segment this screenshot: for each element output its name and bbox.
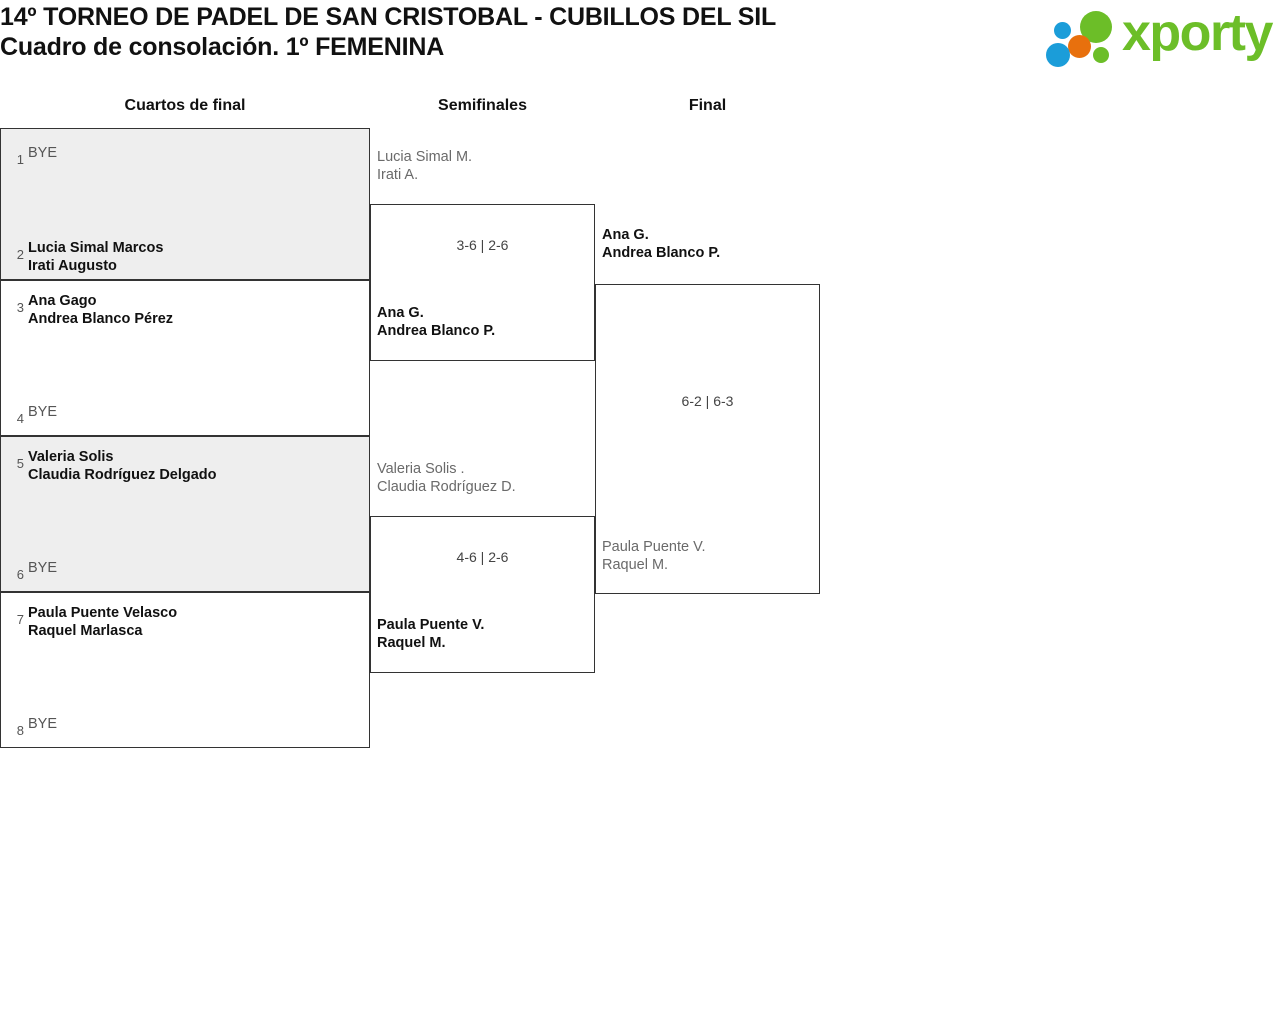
sf-entrant-1-bottom[interactable]: Ana G. Andrea Blanco P. xyxy=(377,305,496,339)
player-names: BYE xyxy=(28,560,58,576)
round-header-semifinals: Semifinales xyxy=(438,97,527,114)
sf-entrant-2-bottom[interactable]: Paula Puente V. Raquel M. xyxy=(377,617,485,651)
sf-match-box-1[interactable] xyxy=(370,204,595,361)
seed-number: 5 xyxy=(16,456,24,471)
final-entrant-top[interactable]: Ana G. Andrea Blanco P. xyxy=(602,227,721,261)
sf-match-box-2[interactable] xyxy=(370,516,595,673)
sf-entrant-2-top[interactable]: Valeria Solis . Claudia Rodríguez D. xyxy=(377,461,516,495)
seed-number: 2 xyxy=(16,247,24,262)
player-names: BYE xyxy=(28,145,58,161)
sf-score-2: 4-6 | 2-6 xyxy=(456,549,509,565)
seed-number: 3 xyxy=(16,300,24,315)
player-names: Valeria Solis Claudia Rodríguez Delgado xyxy=(28,449,217,483)
logo-dot-blue-small xyxy=(1054,22,1071,39)
qf-match-box-1[interactable] xyxy=(0,128,370,280)
player-names: Ana Gago Andrea Blanco Pérez xyxy=(28,293,174,327)
player-names: BYE xyxy=(28,716,58,732)
tournament-name: 14º TORNEO DE PADEL DE SAN CRISTOBAL - C… xyxy=(0,3,777,31)
sf-score-1: 3-6 | 2-6 xyxy=(456,237,509,253)
logo-dot-blue-large xyxy=(1046,43,1070,67)
final-match-box[interactable] xyxy=(595,284,820,594)
qf-match-box-3[interactable] xyxy=(0,436,370,592)
player-names: Lucia Simal Marcos Irati Augusto xyxy=(28,240,164,274)
seed-number: 1 xyxy=(16,152,24,167)
seed-number: 7 xyxy=(16,612,24,627)
final-score: 6-2 | 6-3 xyxy=(681,393,734,409)
player-names: Paula Puente Velasco Raquel Marlasca xyxy=(28,605,178,639)
final-entrant-bottom[interactable]: Paula Puente V. Raquel M. xyxy=(602,539,706,573)
xporty-logo[interactable]: xporty xyxy=(1044,4,1276,67)
player-names: BYE xyxy=(28,404,58,420)
round-header-final: Final xyxy=(688,97,727,114)
round-header-quarterfinals: Cuartos de final xyxy=(124,97,246,114)
logo-dot-green-small xyxy=(1093,47,1109,63)
seed-number: 4 xyxy=(16,411,24,426)
seed-number: 6 xyxy=(16,567,24,582)
qf-match-box-4[interactable] xyxy=(0,592,370,748)
qf-match-box-2[interactable] xyxy=(0,280,370,436)
logo-dot-orange xyxy=(1068,35,1091,58)
brand-wordmark: xporty xyxy=(1122,4,1273,62)
bracket-subtitle: Cuadro de consolación. 1º FEMENINA xyxy=(0,33,445,61)
sf-entrant-1-top[interactable]: Lucia Simal M. Irati A. xyxy=(377,149,473,183)
page-title: 14º TORNEO DE PADEL DE SAN CRISTOBAL - C… xyxy=(0,2,900,62)
seed-number: 8 xyxy=(16,723,24,738)
